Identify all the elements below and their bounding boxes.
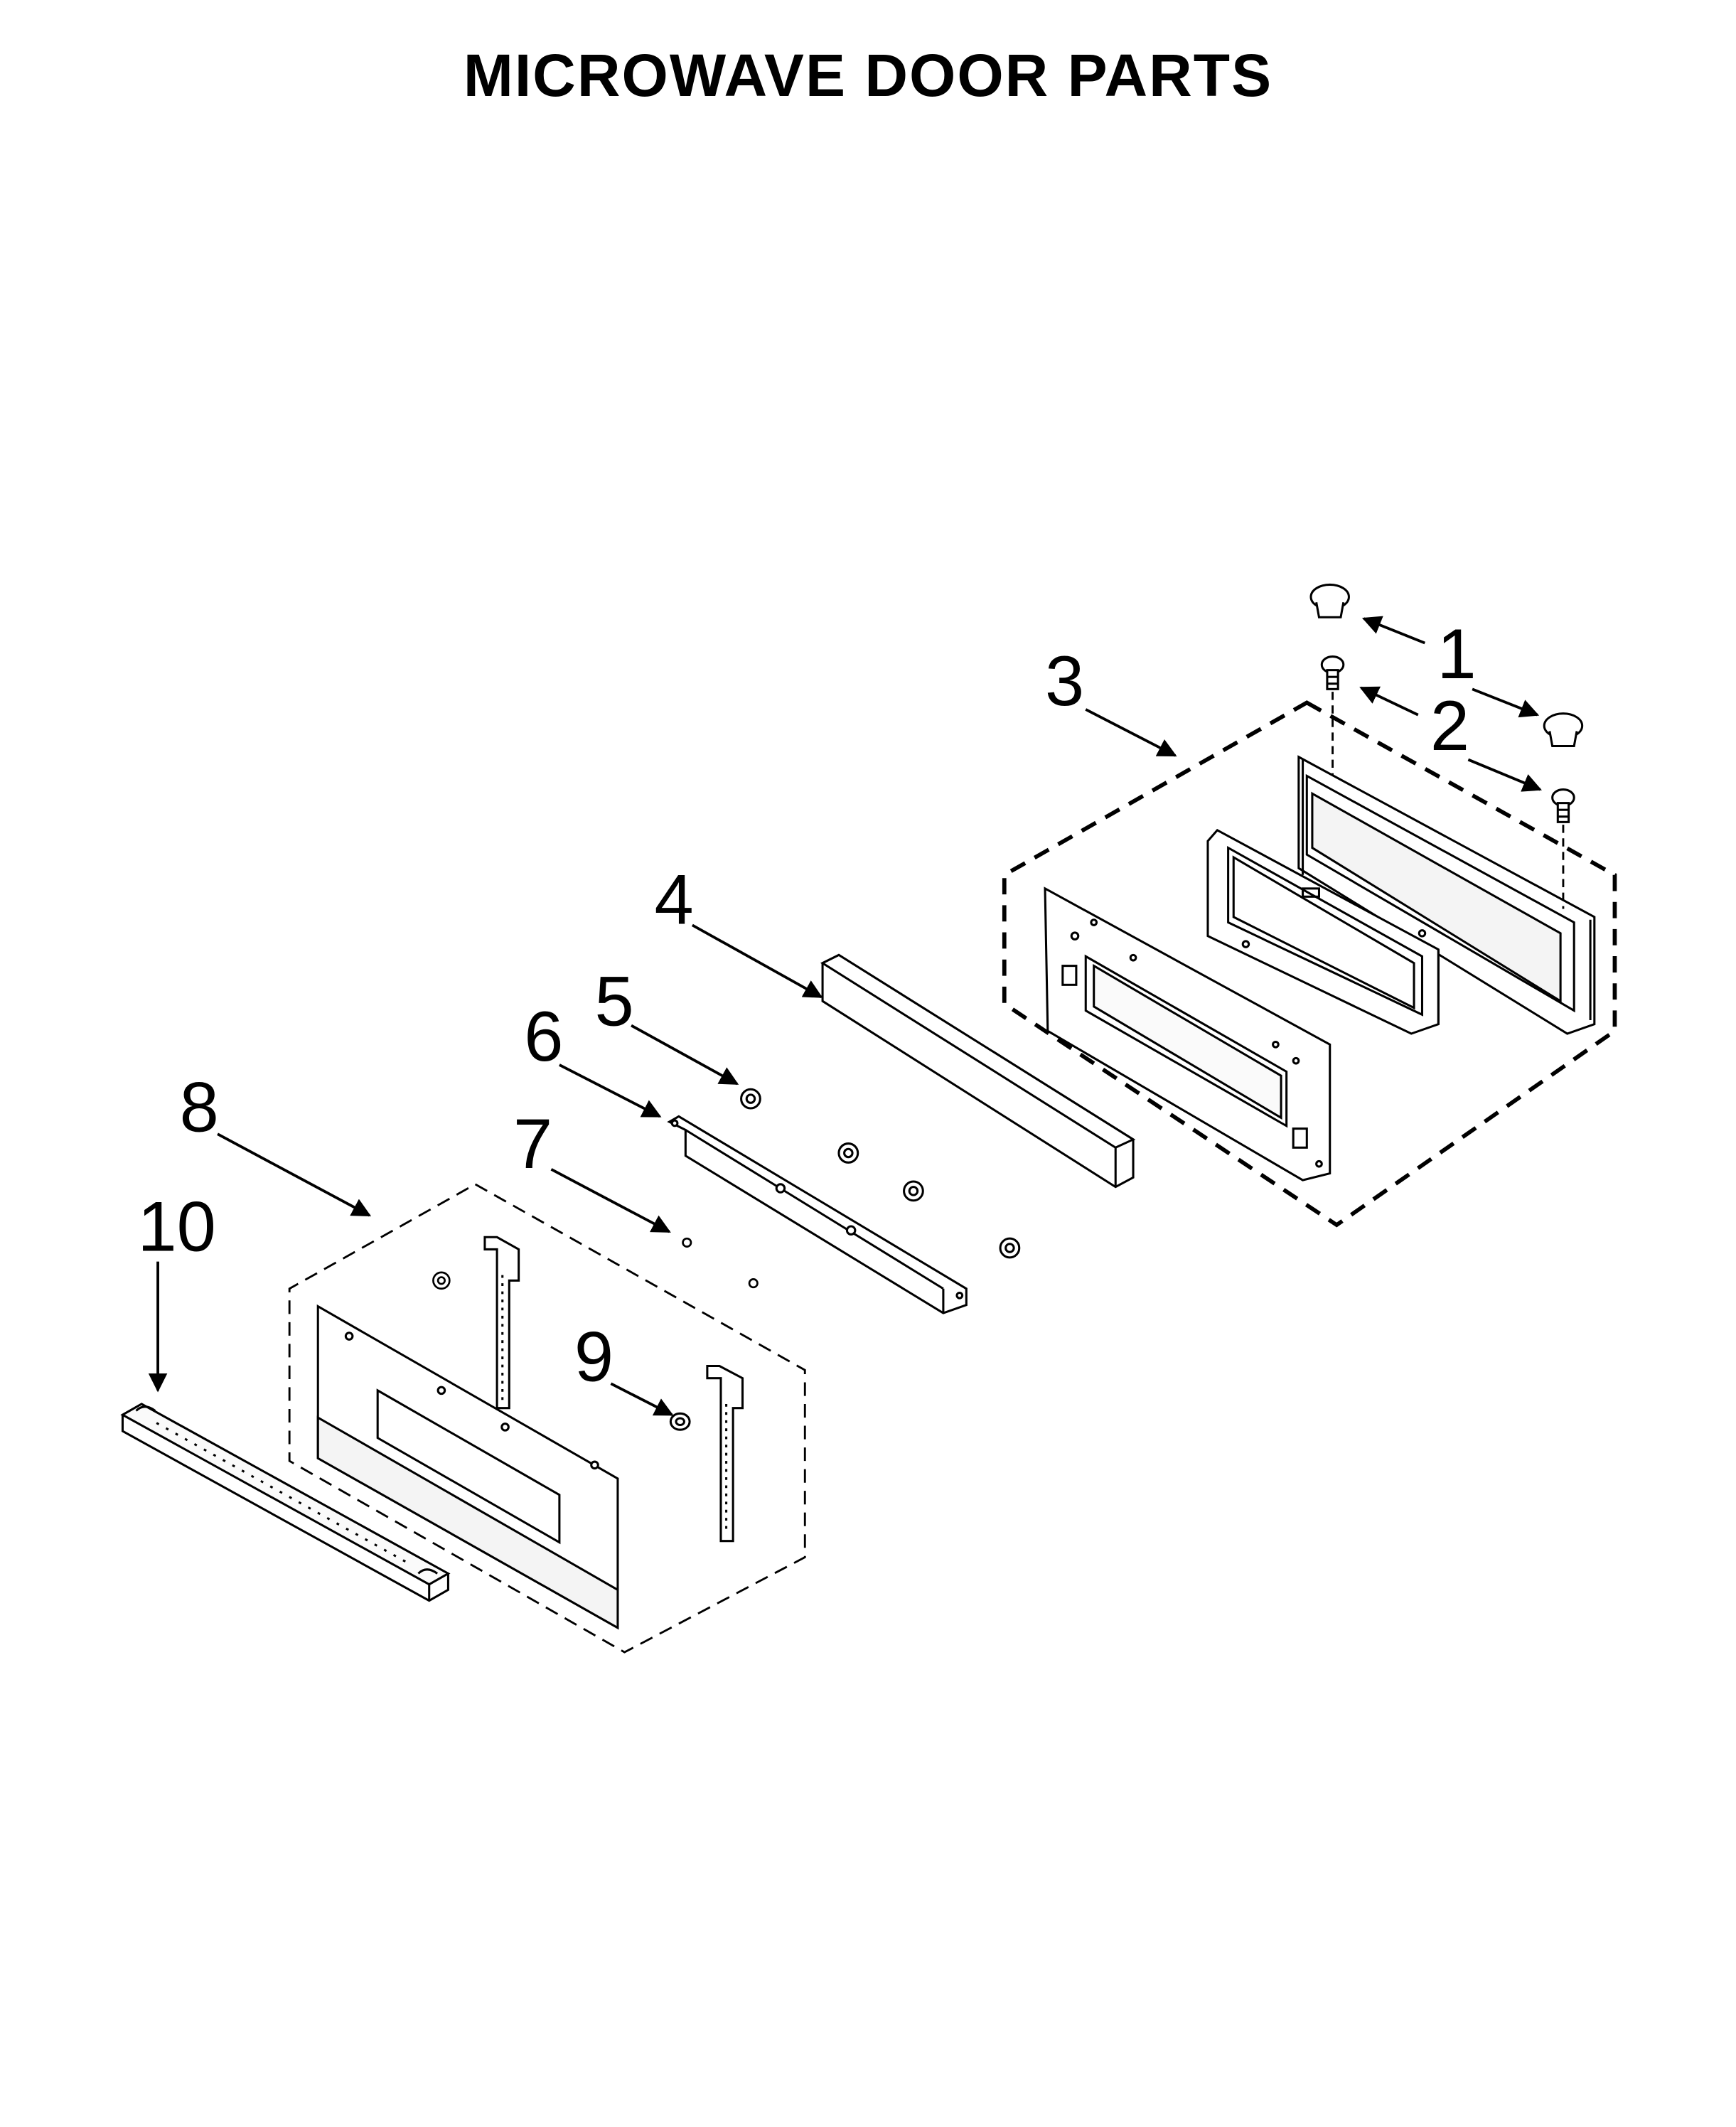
screw-part-2-right bbox=[1551, 788, 1575, 823]
bracket-part-6 bbox=[667, 1115, 968, 1314]
outer-door-panel bbox=[316, 1304, 619, 1630]
arrow-3 bbox=[1085, 708, 1177, 757]
hinge-strap-right bbox=[706, 1364, 744, 1543]
assembly-3-outline bbox=[1002, 700, 1617, 1228]
callout-arrows bbox=[148, 616, 1542, 1416]
nut-part-5-b bbox=[837, 1142, 859, 1164]
button-part-7 bbox=[682, 1237, 759, 1289]
arrow-1-left bbox=[1361, 616, 1426, 645]
page-title: MICROWAVE DOOR PARTS bbox=[463, 42, 1273, 109]
callout-labels: 1 2 3 4 5 6 7 8 9 10 bbox=[137, 615, 1476, 1396]
arrow-8 bbox=[217, 1132, 372, 1217]
callout-1: 1 bbox=[1437, 615, 1476, 694]
nut-part-5-d bbox=[999, 1237, 1021, 1259]
plug-part-1-left bbox=[1309, 583, 1350, 618]
door-choke-frame bbox=[1206, 828, 1440, 1035]
callout-2: 2 bbox=[1430, 687, 1469, 766]
door-bar-part-4 bbox=[820, 953, 1136, 1189]
outer-door-grommet bbox=[432, 1271, 451, 1290]
callout-6: 6 bbox=[524, 997, 563, 1076]
hinge-strap-left bbox=[483, 1236, 520, 1410]
callout-10: 10 bbox=[137, 1187, 215, 1266]
callout-5: 5 bbox=[595, 963, 634, 1041]
screw-part-2-left bbox=[1320, 655, 1345, 690]
arrow-1-right bbox=[1472, 687, 1540, 718]
arrow-4 bbox=[691, 923, 823, 999]
arrow-9 bbox=[610, 1382, 674, 1416]
nut-part-5-a bbox=[740, 1088, 761, 1110]
arrow-2-left bbox=[1359, 686, 1419, 717]
plug-part-1-right bbox=[1543, 712, 1584, 748]
nut-part-5-c bbox=[903, 1180, 924, 1202]
arrow-6 bbox=[559, 1064, 662, 1118]
door-frame-rear bbox=[1297, 755, 1596, 1035]
arrow-5 bbox=[631, 1024, 739, 1086]
callout-4: 4 bbox=[654, 860, 693, 939]
arrow-7 bbox=[550, 1168, 671, 1233]
arrow-2-right bbox=[1467, 758, 1542, 792]
callout-8: 8 bbox=[180, 1068, 219, 1147]
assembly-8-outline bbox=[288, 1183, 806, 1654]
callout-9: 9 bbox=[574, 1318, 614, 1397]
callout-3: 3 bbox=[1045, 642, 1084, 721]
callout-7: 7 bbox=[513, 1105, 552, 1184]
door-handle-part-10 bbox=[120, 1403, 451, 1602]
inner-door-panel bbox=[1044, 886, 1332, 1182]
bushing-part-9 bbox=[669, 1412, 691, 1431]
